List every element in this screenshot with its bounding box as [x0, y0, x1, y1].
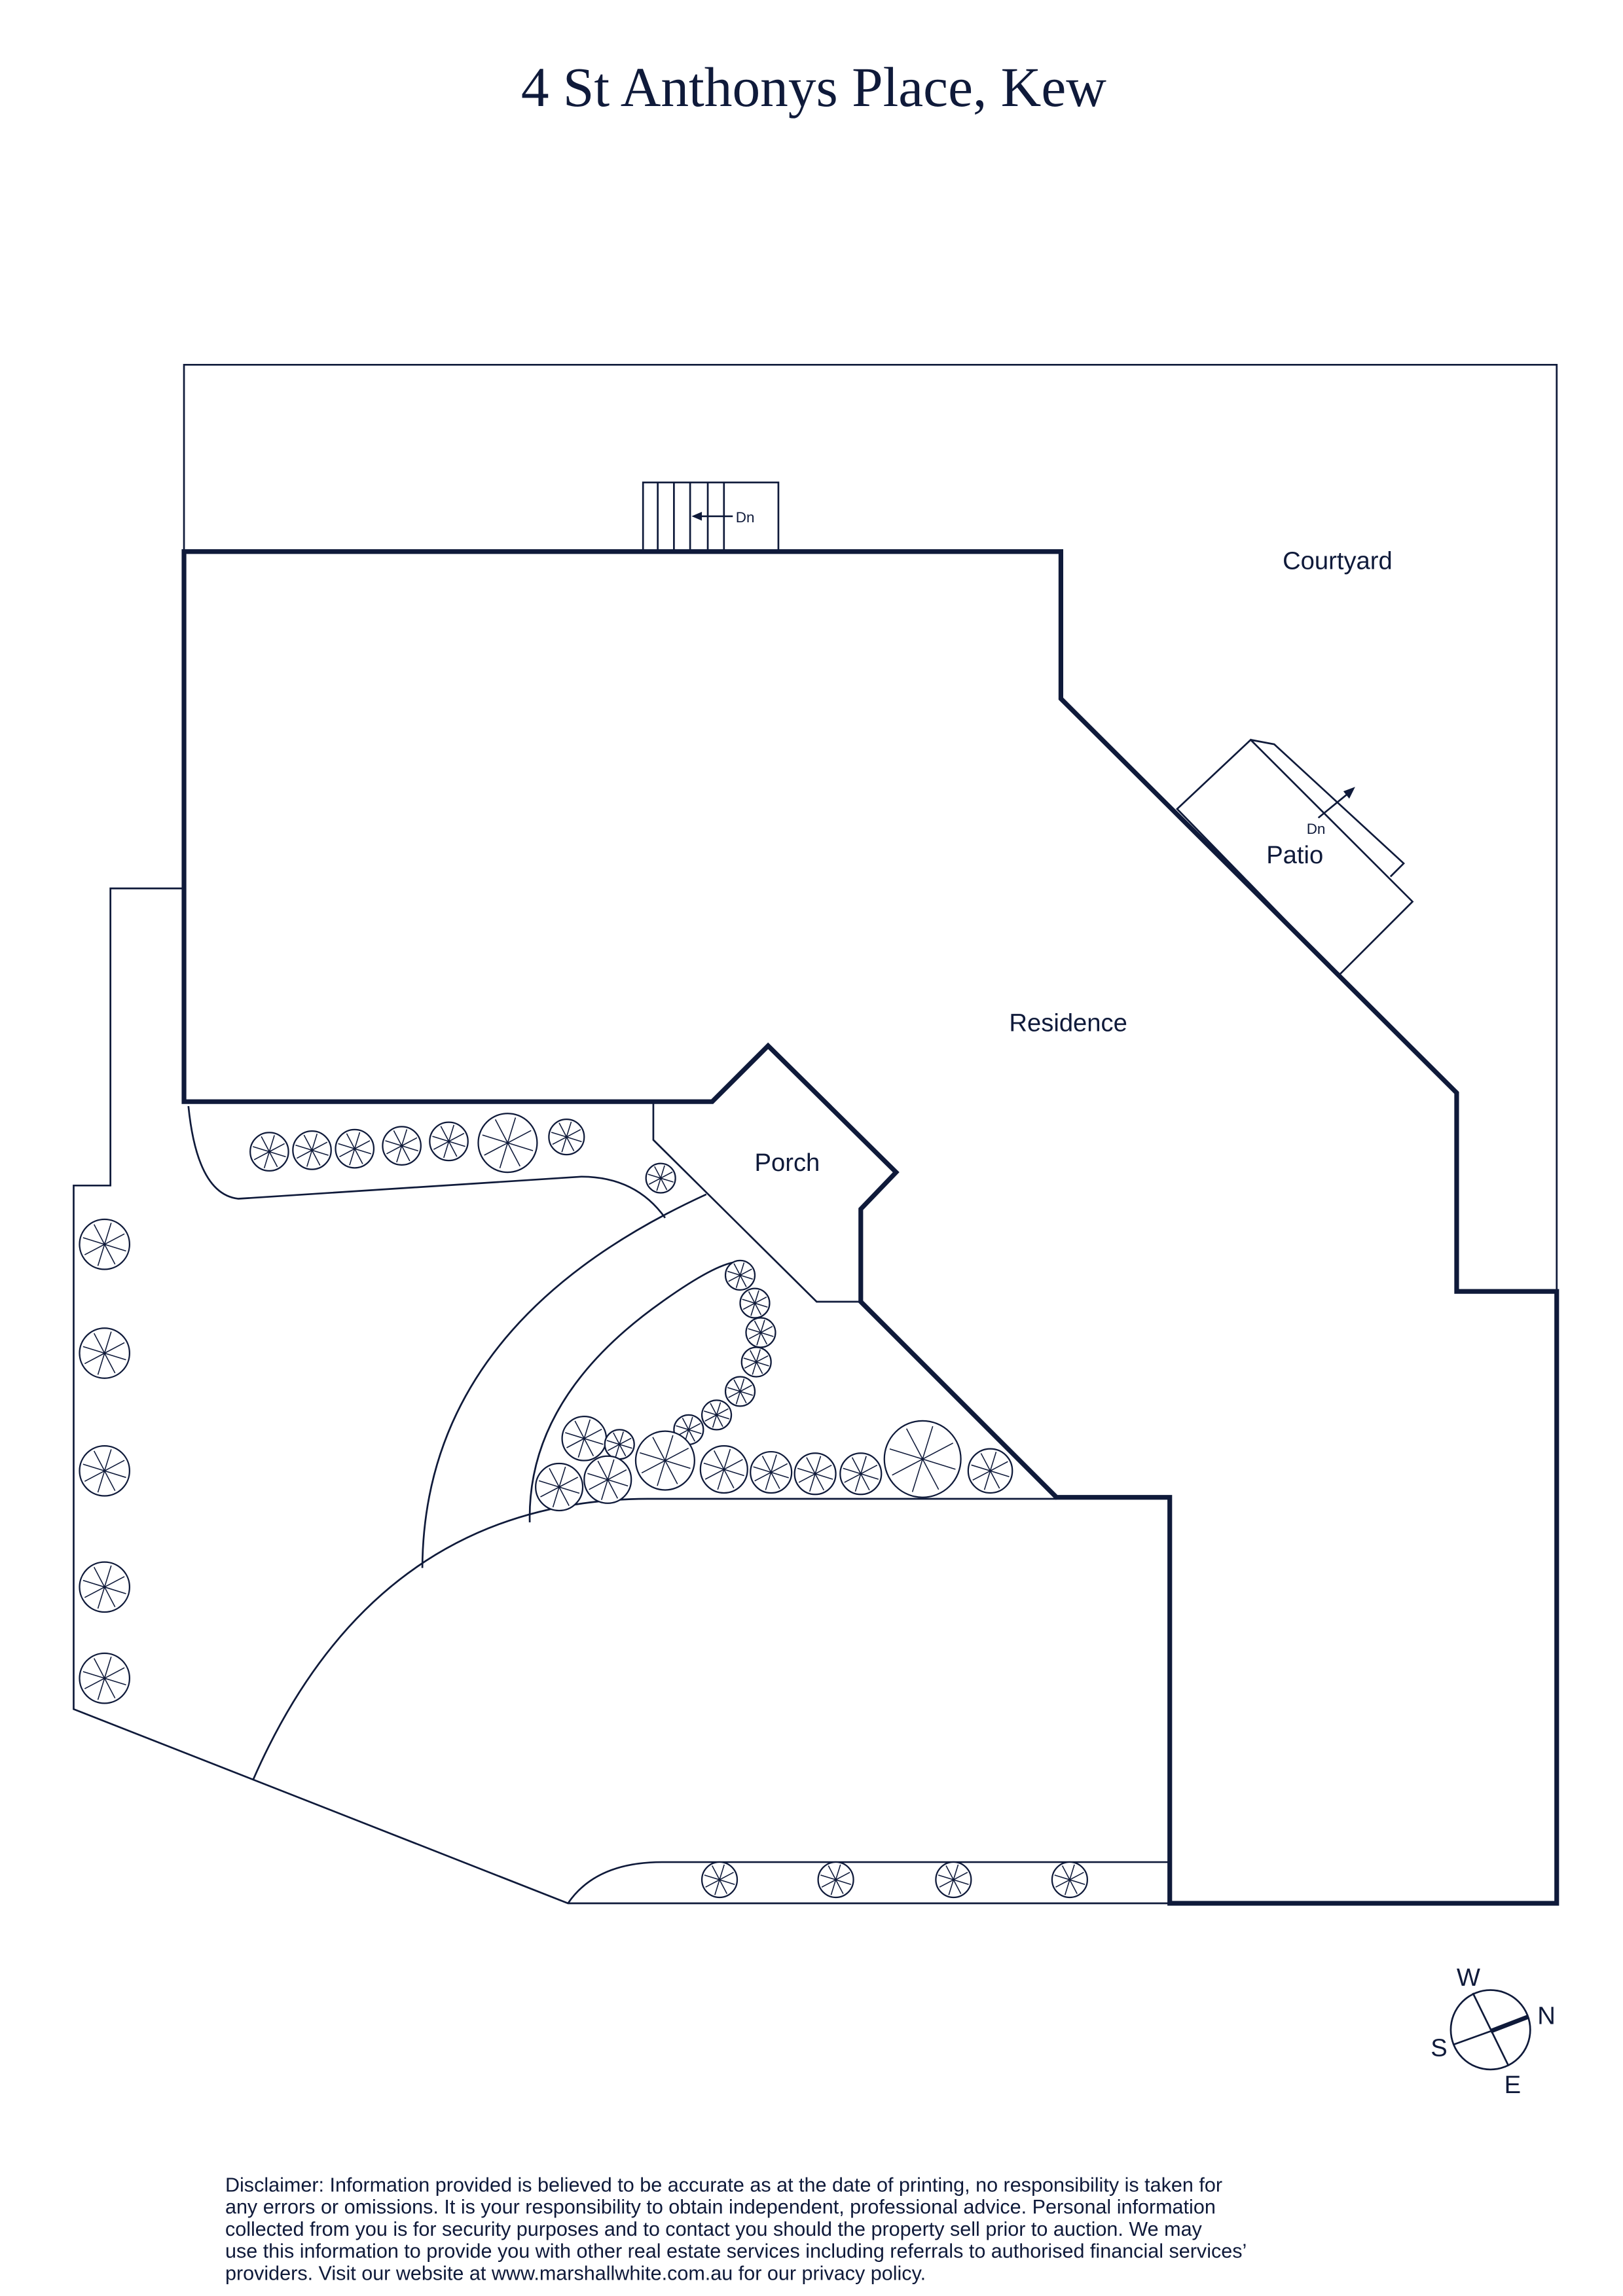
disclaimer: Disclaimer: Information provided is beli… [225, 2174, 1247, 2284]
tree-icon [740, 1346, 772, 1378]
compass-s: S [1431, 2034, 1447, 2062]
garden-oval [528, 1261, 736, 1522]
tree-icon [583, 1455, 632, 1504]
garden-bed-top [187, 1105, 666, 1219]
disclaimer-line: any errors or omissions. It is your resp… [225, 2196, 1216, 2218]
driveway-inner-arc [421, 1193, 707, 1568]
tree-icon [739, 1287, 771, 1319]
tree-icon [699, 1444, 748, 1494]
tree-icon [793, 1452, 837, 1496]
tree-icon [724, 1376, 756, 1407]
tree-icon [839, 1452, 883, 1496]
tree-icon [79, 1444, 131, 1497]
tree-icon [335, 1128, 375, 1169]
room-label-porch: Porch [755, 1149, 820, 1177]
tree-icon [79, 1327, 131, 1379]
north-needle [1489, 2014, 1530, 2034]
tree-icon [79, 1652, 131, 1704]
residence-outline [181, 549, 1559, 1906]
compass-n: N [1537, 2001, 1556, 2030]
porch-outline [652, 1102, 861, 1303]
tree-icon [935, 1861, 972, 1899]
trees [79, 1113, 1088, 1899]
lot-boundary-left [73, 888, 1170, 1905]
arrow-up-icon [1317, 790, 1351, 819]
tree-icon [817, 1861, 854, 1899]
patio-stairs-label: Dn [1307, 821, 1326, 837]
tree-icon [429, 1121, 469, 1162]
tree-icon [745, 1317, 776, 1348]
tree-icon [701, 1861, 739, 1899]
tree-icon [477, 1113, 538, 1174]
tree-icon [750, 1450, 793, 1494]
tree-icon [604, 1429, 635, 1460]
page-title: 4 St Anthonys Place, Kew [521, 57, 1106, 118]
tree-icon [724, 1259, 756, 1291]
patio: Dn [1176, 738, 1414, 977]
compass-w: W [1457, 1964, 1480, 1992]
tree-icon [535, 1462, 584, 1512]
tree-icon [645, 1162, 676, 1194]
tree-icon [292, 1130, 332, 1170]
garden-bed-bottom [567, 1861, 1170, 1904]
compass-e: E [1504, 2071, 1521, 2099]
room-label-courtyard: Courtyard [1283, 547, 1393, 575]
tree-icon [967, 1448, 1013, 1494]
tree-icon [883, 1420, 962, 1498]
stairs-down-label: Dn [736, 509, 755, 526]
lot-boundary-top [183, 363, 1558, 1292]
tree-icon [561, 1416, 608, 1462]
disclaimer-line: collected from you is for security purpo… [225, 2218, 1203, 2240]
arrow-head-icon [691, 512, 702, 521]
room-label-patio: Patio [1266, 841, 1323, 869]
room-label-residence: Residence [1009, 1009, 1127, 1037]
tree-icon [1051, 1861, 1088, 1899]
tree-icon [79, 1218, 131, 1270]
tree-icon [701, 1399, 733, 1431]
disclaimer-line: providers. Visit our website at www.mars… [225, 2262, 926, 2284]
stairs-top: Dn [642, 481, 780, 553]
tree-icon [382, 1126, 422, 1166]
tree-icon [249, 1132, 289, 1172]
driveway-outer-arc [252, 1498, 1057, 1780]
tree-icon [634, 1430, 695, 1491]
site-plan: Dn Dn Courtyard Patio Residence Porch [73, 363, 1559, 1906]
disclaimer-line: use this information to provide you with… [225, 2240, 1247, 2263]
disclaimer-line: Disclaimer: Information provided is beli… [225, 2174, 1222, 2196]
compass-rose: W N S E [1431, 1964, 1556, 2099]
tree-icon [79, 1561, 131, 1613]
tree-icon [548, 1119, 585, 1156]
